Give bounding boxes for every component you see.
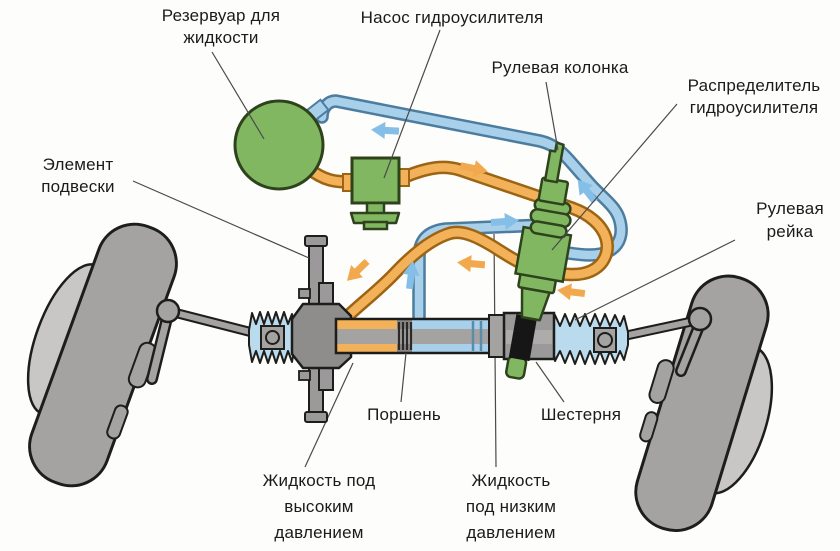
label-low-pressure-fluid: Жидкость под низким давлением <box>465 471 557 542</box>
steering-rack <box>248 235 629 423</box>
callout-high-pressure <box>304 362 354 468</box>
cylinder-end-cap <box>488 314 505 358</box>
pinion-shaft <box>508 314 538 362</box>
reservoir-and-pump <box>233 98 410 231</box>
suspension-bolt <box>298 370 311 381</box>
column-ribbed-collar <box>529 197 572 239</box>
low-pressure-flow-arrow-icon <box>490 213 519 230</box>
callout-suspension <box>132 180 310 259</box>
low-pressure-flow-arrow-icon <box>402 261 420 290</box>
left-hub-bump2 <box>106 404 129 440</box>
left-inner-joint <box>260 325 285 350</box>
callout-lines <box>132 29 736 403</box>
right-wheel <box>634 274 774 533</box>
callout-distributor <box>551 103 678 251</box>
callout-pump <box>383 29 441 179</box>
suspension-bolt <box>298 288 311 299</box>
left-tie-rod-assembly <box>146 298 267 385</box>
callout-piston <box>400 352 407 403</box>
callout-gear <box>535 361 565 403</box>
right-ball-joint <box>687 306 713 332</box>
right-inner-joint <box>593 327 617 353</box>
label-pump: Насос гидроусилителя <box>360 8 544 27</box>
label-distributor: Распределитель гидроусилителя <box>687 76 821 117</box>
callout-reservoir <box>211 51 265 140</box>
label-piston: Поршень <box>367 405 441 424</box>
high-pressure-flow-arrow-icon <box>346 258 370 281</box>
power-steering-pump <box>350 156 401 205</box>
label-steering-rack: Рулевая рейка <box>756 199 824 241</box>
flow-arrows <box>346 121 598 301</box>
callout-steering-rack <box>574 239 736 321</box>
column-shaft <box>543 141 565 184</box>
label-suspension: Элемент подвески <box>41 155 115 196</box>
high-pressure-flow-arrow-icon <box>457 255 486 273</box>
steering-column <box>505 141 573 380</box>
label-steering-column: Рулевая колонка <box>491 58 629 77</box>
right-hub-bump2 <box>639 411 659 443</box>
left-wheel <box>26 222 178 488</box>
label-high-pressure-fluid: Жидкость под высоким давлением <box>262 471 376 542</box>
callout-steering-column <box>545 81 559 151</box>
label-gear: Шестерня <box>540 405 622 424</box>
right-hub-bump <box>648 359 675 404</box>
fluid-reservoir <box>233 99 325 191</box>
rack-cylinder <box>334 314 505 358</box>
high-pressure-flow-arrow-icon <box>459 160 488 177</box>
left-ball-joint <box>155 298 181 324</box>
label-reservoir: Резервуар для жидкости <box>161 6 281 47</box>
piston <box>397 322 413 350</box>
low-pressure-flow-arrow-icon <box>577 179 598 204</box>
high-pressure-flow-arrow-icon <box>557 283 586 301</box>
low-pressure-flow-arrow-icon <box>371 121 400 139</box>
